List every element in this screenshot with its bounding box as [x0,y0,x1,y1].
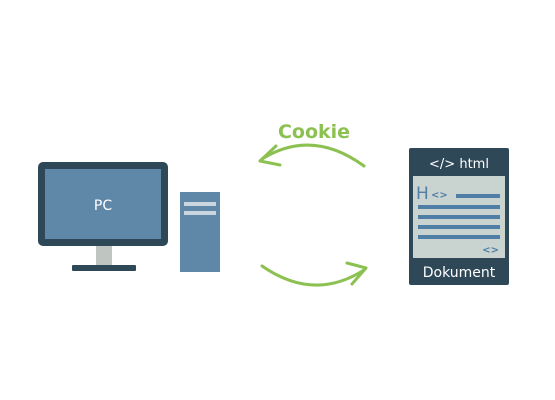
document-line [418,205,500,209]
arrow-top-head [258,144,282,167]
curved-arrow-right-icon [260,261,368,287]
arrow-bottom-curve [260,264,366,287]
heading-glyph: H [416,184,429,204]
document-line [456,194,500,198]
tower-slot [184,202,216,206]
monitor-stand [72,265,136,271]
arrow-top-curve [260,143,366,168]
document-footer-label: Dokument [423,265,496,281]
document-header-label: </> html [429,157,489,172]
arrow-bottom-head [345,261,368,286]
document-line [418,225,500,229]
tag-glyph-top: <> [431,190,448,201]
tower-slot [184,211,216,215]
html-document-icon: </> html H <> <> Dokument [409,148,509,285]
computer-label: PC [94,198,112,214]
monitor-neck [96,246,112,266]
document-line [418,235,500,239]
cookie-label: Cookie [278,121,350,143]
tag-glyph-bottom: <> [482,245,499,256]
monitor-screen [45,169,161,239]
curved-arrow-left-icon [258,143,366,168]
document-line [418,215,500,219]
desktop-pc-icon: PC [38,162,220,272]
